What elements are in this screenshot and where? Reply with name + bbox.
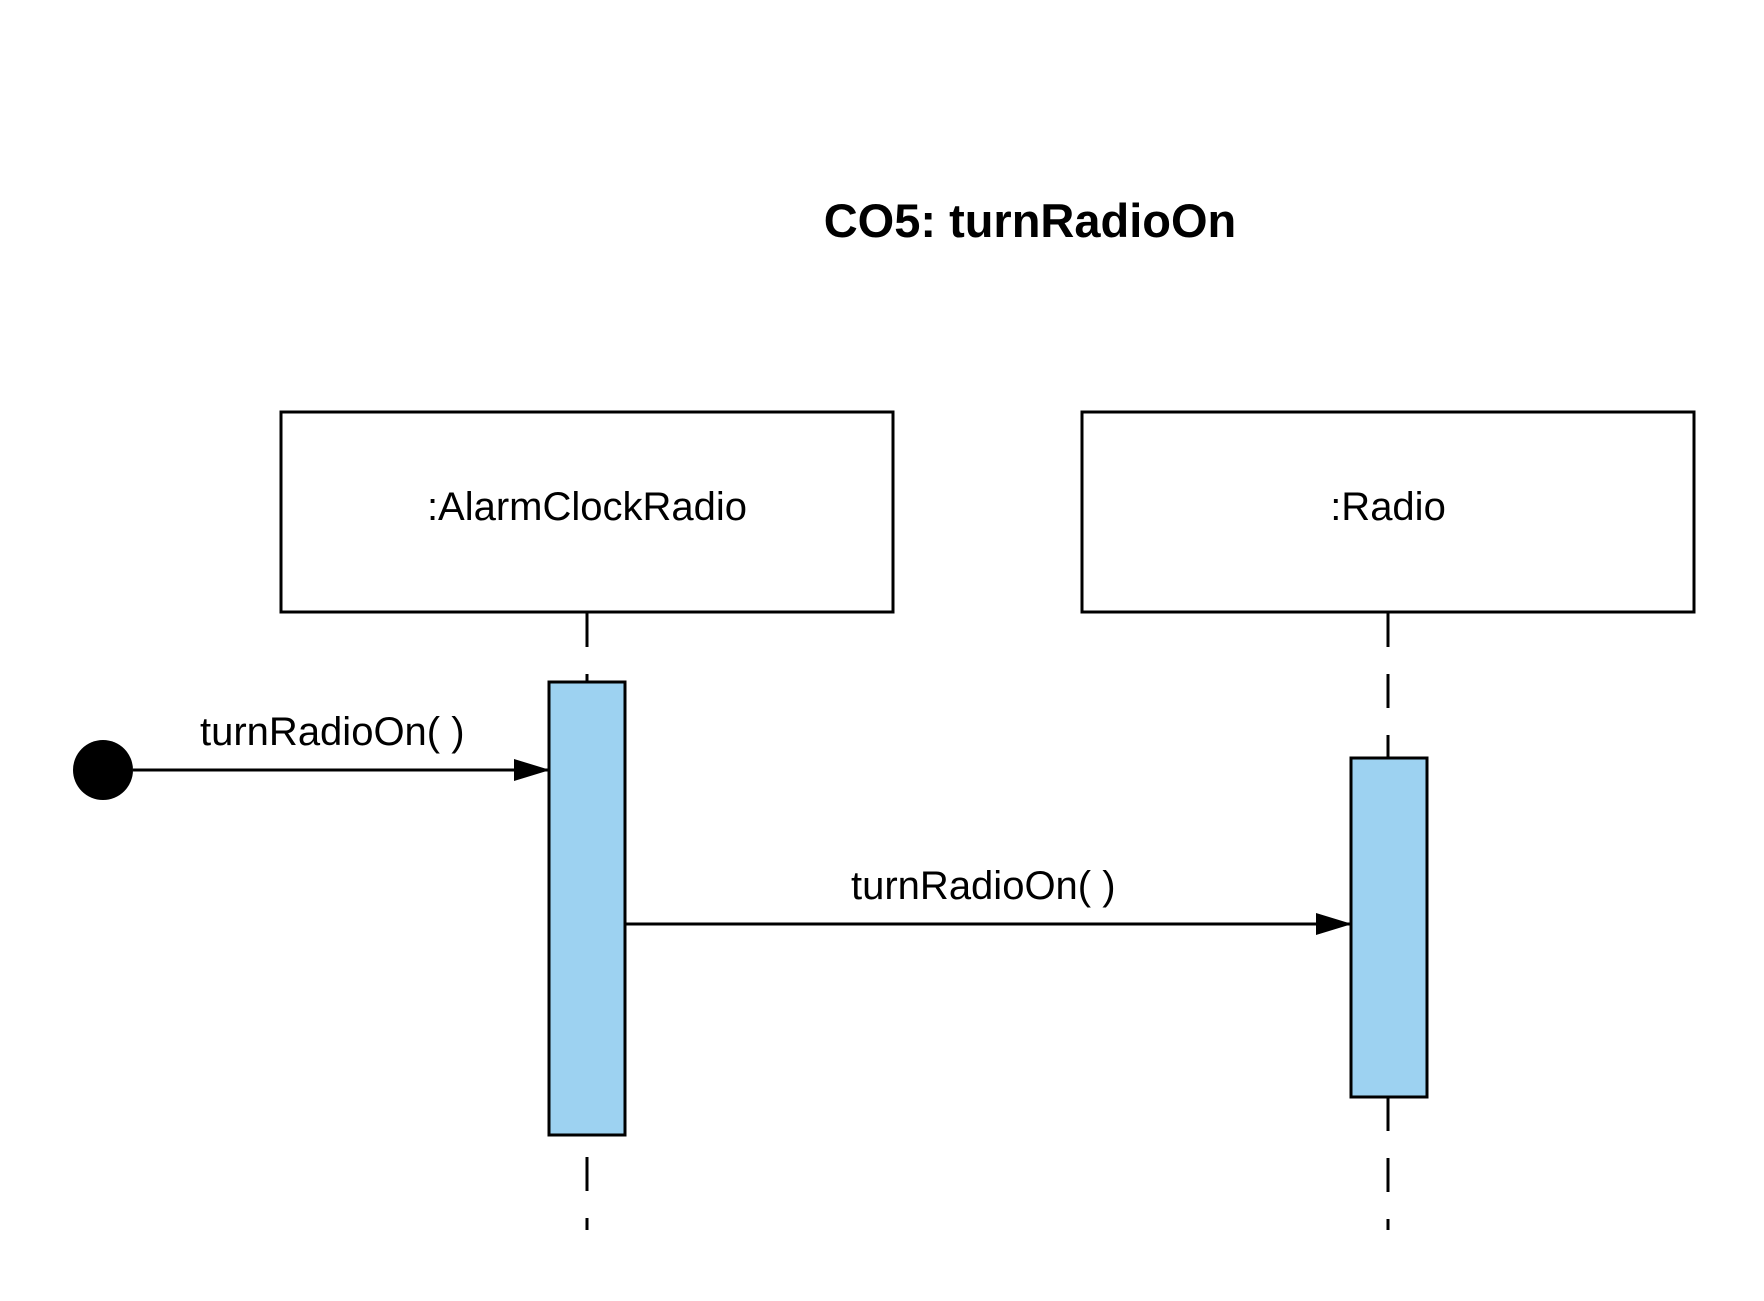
- lifeline-head-alarm-clock-radio: [279, 410, 895, 614]
- found-message-start-dot: [73, 740, 133, 800]
- message-found-turn-radio-on: turnRadioOn( ): [73, 710, 550, 800]
- diagram-title: CO5: turnRadioOn: [824, 194, 1237, 247]
- lifeline-label-alarm-clock-radio: :AlarmClockRadio: [427, 485, 747, 529]
- message-label-found: turnRadioOn( ): [200, 710, 465, 754]
- activation-bar-radio: [1349, 756, 1429, 1099]
- activation-bar-alarm-clock-radio: [547, 680, 627, 1137]
- message-label-to-radio: turnRadioOn( ): [851, 864, 1116, 908]
- message-alarm-clock-radio-to-radio: turnRadioOn( ): [626, 864, 1352, 935]
- lifeline-alarm-clock-radio: :AlarmClockRadio: [279, 410, 895, 1230]
- lifeline-head-radio: [1080, 410, 1696, 614]
- lifeline-label-radio: :Radio: [1330, 485, 1446, 529]
- lifeline-radio: :Radio: [1080, 410, 1696, 1230]
